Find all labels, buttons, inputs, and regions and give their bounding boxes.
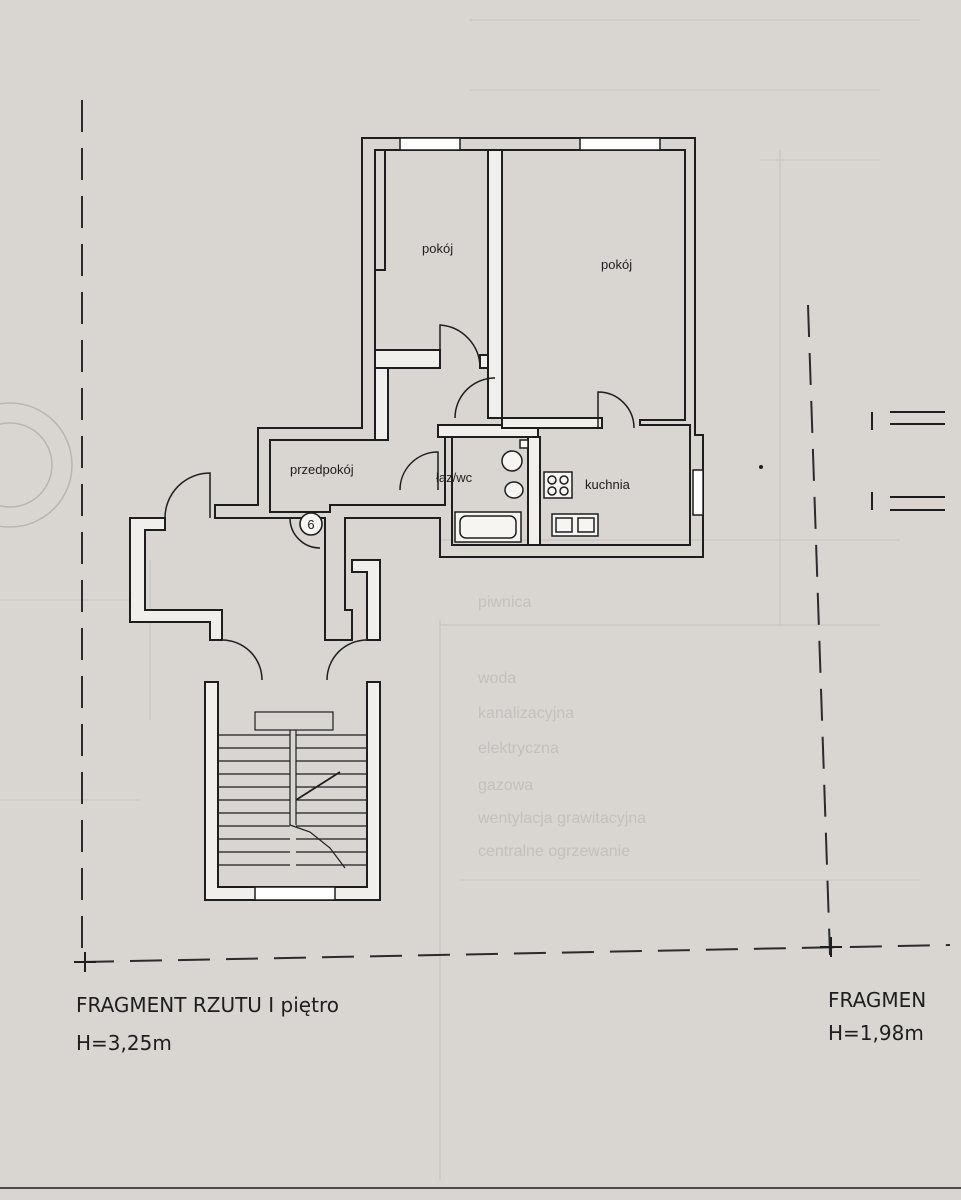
faint-text-kanalizacyjna: kanalizacyjna <box>478 705 575 722</box>
main-caption-height: H=3,25m <box>76 1031 172 1055</box>
room-label-pokoj-large: pokój <box>601 257 632 272</box>
toilet <box>501 450 523 472</box>
side-caption-title: FRAGMEN <box>828 988 927 1012</box>
walls <box>129 137 704 901</box>
room-label-kitchen: kuchnia <box>585 477 631 492</box>
room-label-pokoj-small: pokój <box>422 241 453 256</box>
partition-wall <box>487 149 503 419</box>
bathroom-fixtures <box>454 439 529 543</box>
side-caption-height: H=1,98m <box>828 1021 924 1045</box>
crosshair-marks <box>74 937 842 972</box>
room-label-bathroom: łaz/wc <box>436 470 473 485</box>
ink-dot <box>759 465 763 469</box>
stair-core-wall <box>204 681 381 901</box>
staircase <box>218 711 367 869</box>
room-marker-circle <box>299 512 323 536</box>
windows <box>254 137 704 901</box>
stove <box>543 471 573 499</box>
landing-wall <box>129 517 223 641</box>
faint-text-piwnica: piwnica <box>478 594 532 611</box>
faint-text-elektryczna: elektryczna <box>478 740 559 757</box>
faint-text-woda: woda <box>478 670 517 687</box>
side-fragment-marks <box>871 411 945 511</box>
main-caption-title: FRAGMENT RZUTU I piętro <box>76 993 339 1017</box>
faint-text-wentylacja: wentylacja grawitacyjna <box>478 810 647 827</box>
sink <box>504 481 524 499</box>
apartment-outer-wall <box>214 137 704 641</box>
stamp <box>0 402 73 528</box>
kitchen-fixtures <box>543 471 599 537</box>
door-swings <box>164 324 635 681</box>
dashed-section-lines <box>81 100 951 963</box>
room-label-hallway: przedpokój <box>290 462 354 477</box>
room-marker-number: 6 <box>307 517 314 532</box>
faint-text-co: centralne ogrzewanie <box>478 843 631 860</box>
faint-text-gazowa: gazowa <box>478 777 534 794</box>
